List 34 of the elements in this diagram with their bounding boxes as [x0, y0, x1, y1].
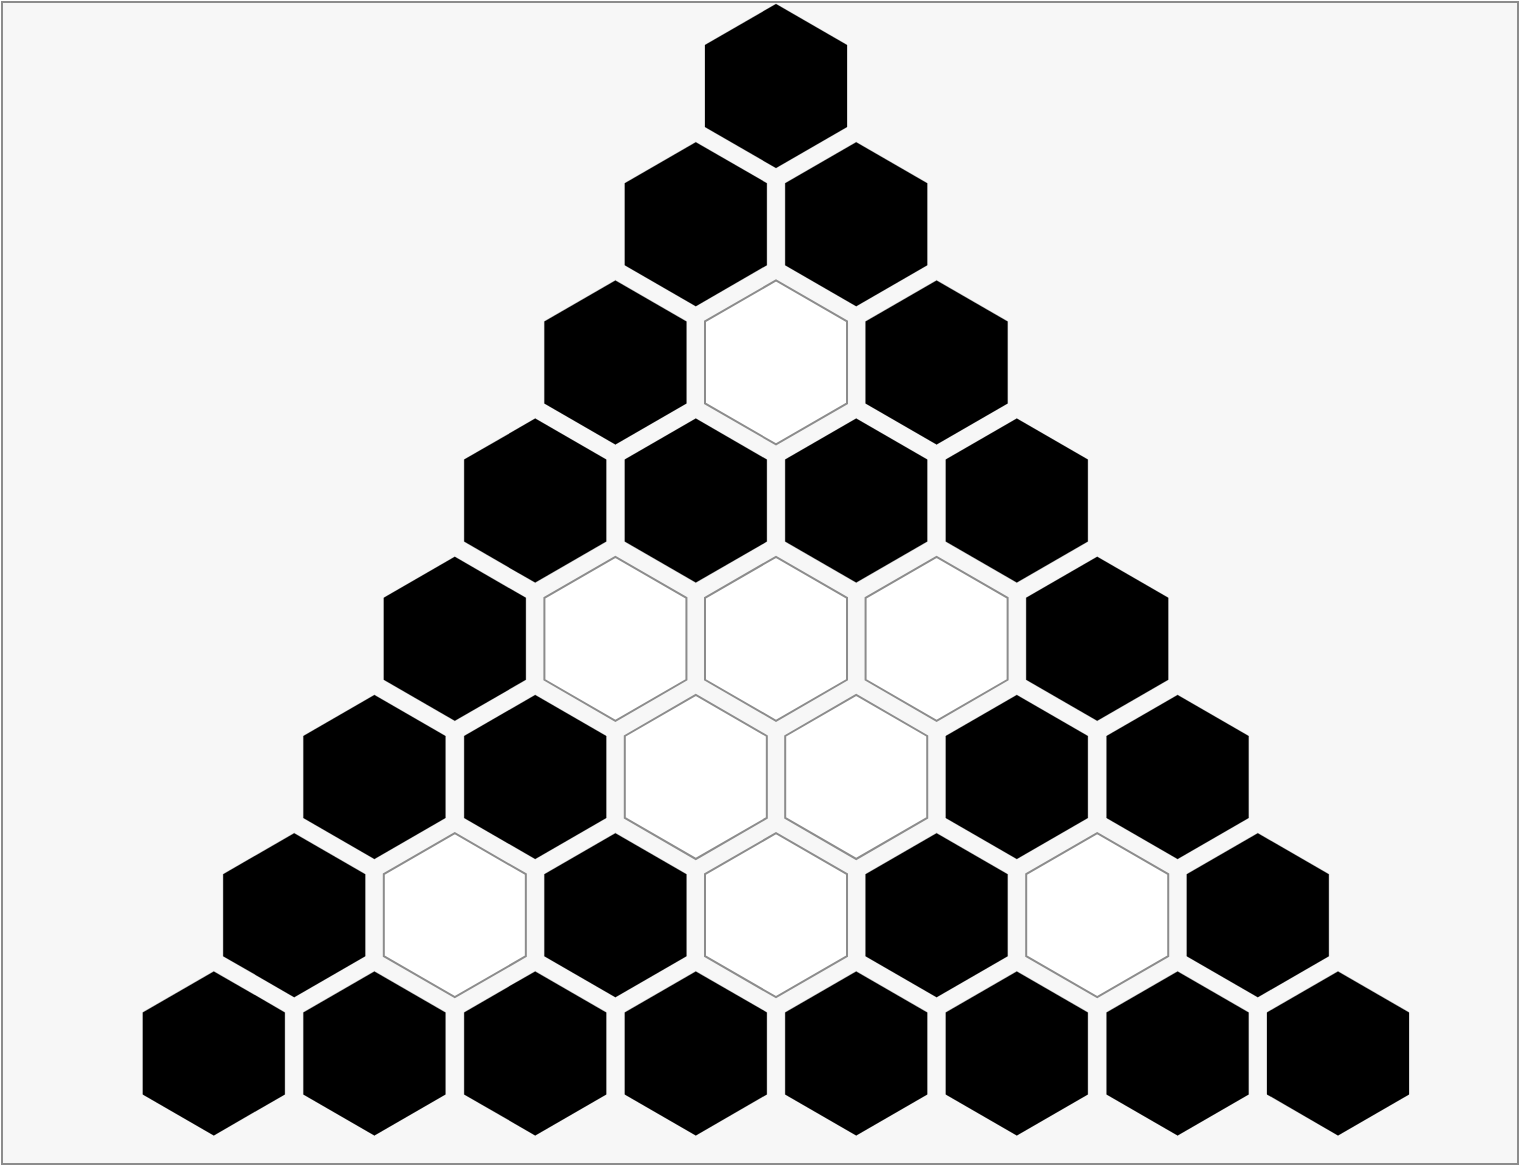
filled-hexagon — [704, 3, 848, 169]
filled-hexagon — [945, 694, 1088, 860]
filled-hexagon — [464, 694, 607, 860]
filled-hexagon — [1266, 971, 1410, 1136]
outlined-hexagon — [704, 279, 848, 446]
filled-hexagon — [624, 418, 767, 583]
filled-hexagon — [1106, 694, 1249, 860]
filled-hexagon — [383, 556, 526, 721]
filled-hexagon — [1186, 833, 1329, 998]
filled-hexagon — [223, 833, 366, 998]
filled-hexagon — [785, 418, 928, 583]
filled-hexagon — [303, 694, 446, 860]
filled-hexagon — [865, 280, 1008, 445]
filled-hexagon — [624, 971, 767, 1136]
filled-hexagon — [945, 971, 1088, 1136]
outlined-hexagon — [1025, 832, 1170, 999]
filled-hexagon — [945, 418, 1088, 583]
outlined-hexagon — [543, 555, 688, 722]
outlined-hexagon — [864, 555, 1009, 722]
filled-hexagon — [303, 971, 446, 1136]
filled-hexagon — [1106, 971, 1249, 1136]
filled-hexagon — [624, 142, 767, 307]
filled-hexagon — [464, 971, 607, 1136]
filled-hexagon — [785, 142, 928, 307]
filled-hexagon — [544, 833, 687, 998]
outlined-hexagon — [704, 832, 848, 999]
filled-hexagon — [142, 971, 285, 1136]
filled-hexagon — [544, 280, 687, 445]
filled-hexagon — [865, 833, 1008, 998]
filled-hexagon — [1026, 556, 1169, 721]
filled-hexagon — [785, 971, 928, 1136]
outlined-hexagon — [382, 832, 527, 999]
outlined-hexagon — [704, 555, 848, 722]
filled-hexagon — [464, 418, 607, 583]
